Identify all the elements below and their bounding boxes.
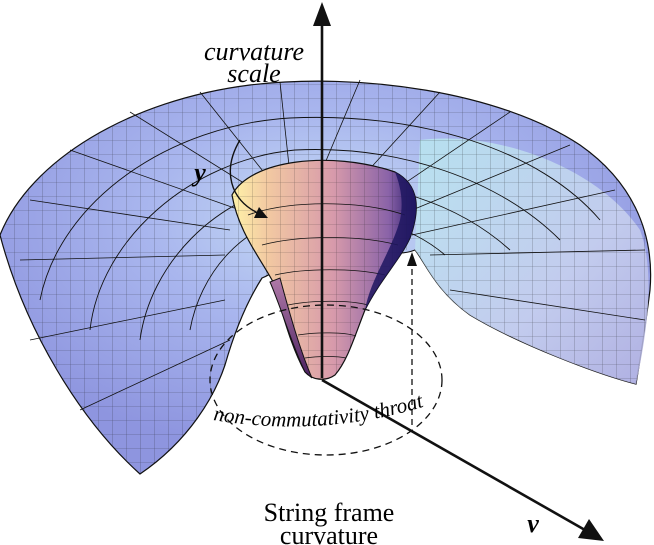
throat-shadow <box>365 172 417 310</box>
angular-coordinate-label: y <box>191 158 206 187</box>
throat-seam <box>269 277 313 379</box>
height-indicator <box>407 252 417 425</box>
radial-axis <box>321 378 604 541</box>
angular-arrow <box>229 139 268 218</box>
outer-surface-mesh <box>0 81 651 474</box>
radial-axis-label: v <box>527 509 539 538</box>
vertical-axis <box>313 2 331 378</box>
radial-lines <box>19 79 646 411</box>
vertical-axis-label-line1: curvature <box>204 37 304 66</box>
vertical-axis-label-line2: scale <box>227 59 280 88</box>
outer-surface <box>0 79 652 475</box>
throat-ellipse <box>209 304 443 456</box>
throat-label: non-commutativity throat <box>212 388 426 431</box>
throat <box>231 159 417 380</box>
bottom-label-line2: curvature <box>280 521 378 545</box>
throat-contours <box>247 203 406 359</box>
bottom-label-line1: String frame <box>264 498 395 527</box>
